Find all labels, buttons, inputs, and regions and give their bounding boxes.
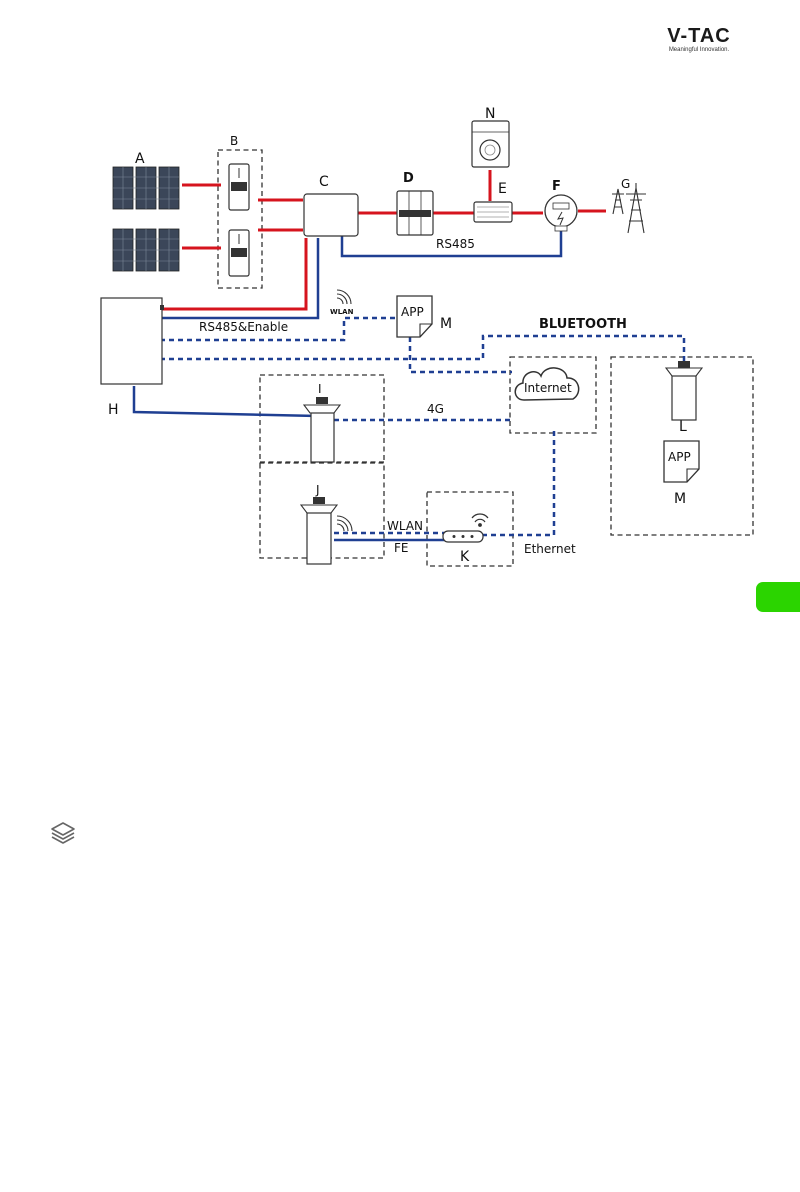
wifi-icon-h [337, 290, 351, 304]
ethernet-dash [482, 430, 554, 535]
pv-panels-a2 [113, 229, 179, 271]
battery-port [160, 305, 164, 310]
washing-machine-n [472, 121, 509, 167]
link-ethernet: Ethernet [524, 542, 576, 556]
app-1-text: APP [401, 305, 424, 319]
label-k: K [460, 549, 470, 565]
dongle-l [666, 361, 702, 420]
link-rs485-enable: RS485&Enable [199, 320, 288, 334]
label-h: H [108, 402, 119, 418]
link-fe: FE [394, 541, 408, 555]
dongle-j [301, 497, 337, 564]
router-box-k [427, 492, 513, 566]
label-n: N [485, 106, 495, 122]
h-to-i-line [134, 386, 318, 416]
link-wlan-h: WLAN [330, 308, 354, 316]
inverter-c [304, 194, 358, 236]
label-e: E [498, 181, 507, 197]
label-d: D [403, 171, 414, 186]
dc-breaker-2 [229, 230, 249, 276]
label-j: J [315, 483, 320, 497]
wifi-icon-k [472, 514, 488, 526]
label-c: C [319, 174, 329, 190]
dongle-i [304, 397, 340, 462]
label-b: B [230, 134, 238, 148]
green-tab [756, 582, 800, 612]
link-bluetooth: BLUETOOTH [539, 317, 627, 332]
label-i: I [318, 382, 322, 396]
label-g: G [621, 177, 630, 191]
internet-text: Internet [524, 381, 572, 395]
app-to-internet-dash [410, 337, 512, 372]
layers-icon [50, 820, 76, 846]
dc-breaker-1 [229, 164, 249, 210]
wifi-icon-j [337, 516, 352, 531]
energy-meter-f [545, 195, 577, 231]
label-f: F [552, 179, 561, 194]
app-2-text: APP [668, 450, 691, 464]
label-m-1: M [440, 316, 452, 332]
link-4g: 4G [427, 402, 444, 416]
label-m-2: M [674, 491, 686, 507]
label-l: L [679, 419, 687, 435]
pv-panels-a1 [113, 167, 179, 209]
ac-breaker-d [397, 191, 433, 235]
battery-h [101, 298, 162, 384]
router-k [443, 531, 483, 542]
link-wlan-j: WLAN [387, 519, 423, 533]
link-rs485: RS485 [436, 237, 475, 251]
bluetooth-dash [160, 336, 684, 365]
distribution-board-e [474, 202, 512, 222]
label-a: A [135, 151, 145, 167]
